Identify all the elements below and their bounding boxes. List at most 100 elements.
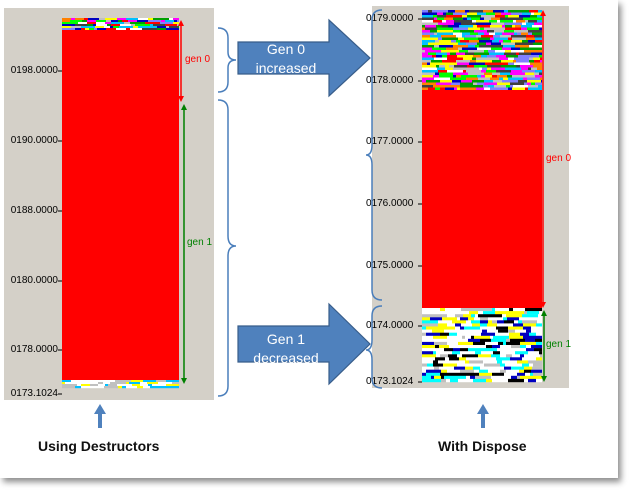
- noise-segment: [111, 22, 124, 25]
- noise-segment: [528, 67, 531, 71]
- noise-segment: [520, 332, 529, 336]
- noise-segment: [172, 382, 179, 385]
- noise-segment: [494, 375, 498, 380]
- noise-segment: [525, 72, 534, 76]
- right-tick-label: 0175.0000: [366, 260, 414, 271]
- noise-segment: [440, 372, 451, 377]
- noise-segment: [540, 369, 542, 373]
- noise-segment: [436, 351, 452, 355]
- noise-segment: [526, 329, 531, 333]
- noise-segment: [530, 15, 537, 18]
- noise-segment: [460, 351, 475, 355]
- noise-segment: [106, 380, 115, 383]
- noise-segment: [422, 329, 432, 333]
- noise-segment: [462, 47, 477, 51]
- noise-segment: [453, 12, 467, 16]
- noise-segment: [495, 308, 509, 312]
- noise-segment: [106, 28, 116, 31]
- noise-segment: [438, 70, 447, 73]
- noise-segment: [484, 72, 492, 76]
- noise-segment: [480, 52, 489, 56]
- noise-segment: [506, 55, 518, 58]
- noise-segment: [521, 67, 528, 71]
- noise-segment: [485, 75, 492, 78]
- noise-segment: [143, 380, 156, 383]
- noise-segment: [433, 363, 443, 367]
- noise-segment: [502, 32, 514, 36]
- noise-segment: [452, 338, 460, 343]
- noise-segment: [526, 37, 535, 41]
- noise-segment: [493, 80, 502, 83]
- noise-segment: [173, 18, 179, 21]
- noise-segment: [499, 57, 508, 61]
- noise-segment: [506, 314, 522, 318]
- noise-segment: [436, 55, 442, 58]
- noise-segment: [522, 40, 528, 43]
- noise-segment: [504, 52, 516, 56]
- noise-segment: [491, 22, 499, 26]
- noise-segment: [522, 22, 526, 26]
- noise-segment: [527, 77, 540, 81]
- noise-segment: [422, 32, 434, 36]
- noise-segment: [430, 317, 442, 321]
- right-heap-bar: [422, 10, 542, 383]
- noise-segment: [537, 15, 542, 18]
- noise-segment: [456, 60, 470, 63]
- noise-segment: [148, 384, 152, 387]
- noise-segment: [496, 55, 506, 58]
- noise-segment: [484, 50, 488, 53]
- noise-segment: [490, 77, 499, 81]
- noise-segment: [530, 50, 542, 53]
- noise-segment: [103, 382, 110, 385]
- noise-segment: [75, 386, 81, 389]
- noise-segment: [539, 357, 542, 361]
- noise-segment: [535, 37, 542, 41]
- noise-segment: [131, 380, 143, 383]
- noise-segment: [454, 87, 457, 91]
- noise-segment: [531, 67, 537, 71]
- noise-segment: [479, 40, 492, 43]
- noise-segment: [528, 32, 532, 36]
- noise-segment: [453, 67, 464, 71]
- noise-segment: [157, 26, 166, 29]
- noise-segment: [422, 378, 428, 383]
- noise-segment: [456, 75, 461, 78]
- noise-segment: [491, 354, 495, 358]
- noise-segment: [470, 60, 476, 63]
- noise-segment: [117, 384, 132, 387]
- noise-segment: [456, 35, 462, 38]
- noise-segment: [435, 345, 439, 349]
- noise-segment: [467, 65, 474, 68]
- noise-segment: [442, 45, 453, 48]
- noise-segment: [492, 372, 504, 377]
- noise-segment: [140, 382, 147, 385]
- noise-segment: [508, 326, 523, 330]
- noise-segment: [524, 378, 528, 383]
- noise-segment: [500, 20, 513, 23]
- noise-segment: [454, 22, 461, 26]
- noise-segment: [166, 26, 169, 29]
- noise-segment: [81, 28, 85, 31]
- noise-segment: [512, 87, 525, 91]
- noise-segment: [422, 50, 425, 53]
- noise-segment: [149, 26, 157, 29]
- noise-segment: [491, 369, 500, 373]
- noise-segment: [440, 311, 443, 315]
- noise-segment: [453, 348, 460, 352]
- noise-segment: [500, 351, 515, 355]
- noise-segment: [534, 72, 539, 76]
- left-tick-label: 0190.0000: [10, 135, 58, 146]
- noise-segment: [501, 65, 516, 68]
- noise-segment: [422, 375, 431, 380]
- noise-segment: [532, 32, 542, 36]
- noise-segment: [481, 332, 495, 336]
- noise-segment: [436, 354, 440, 358]
- noise-segment: [446, 378, 450, 383]
- noise-segment: [500, 332, 509, 336]
- noise-segment: [450, 77, 466, 81]
- noise-segment: [480, 17, 484, 21]
- noise-segment: [422, 10, 428, 13]
- noise-segment: [434, 57, 447, 61]
- noise-segment: [460, 369, 474, 373]
- noise-segment: [449, 357, 459, 361]
